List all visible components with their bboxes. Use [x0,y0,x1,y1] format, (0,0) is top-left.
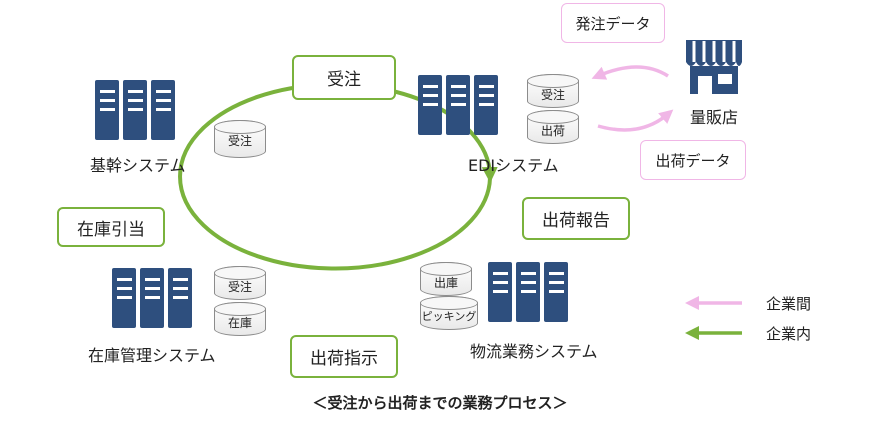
edi-juchu-db: 受注 [526,73,580,108]
edi-system-label: EDIシステム [468,156,559,175]
edi-server-icon [418,75,498,135]
butsuryu-shukko-db: 出庫 [419,261,473,296]
butsuryu-system-label: 物流業務システム [470,342,598,361]
store-label: 量販店 [690,108,739,127]
diagram-caption: ＜受注から出荷までの業務プロセス＞ [312,394,568,412]
process-loop [178,82,498,271]
shipment-data-arrow [597,109,674,132]
shipment-data-box: 出荷データ [640,140,746,180]
legend-inter-label: 企業間 [766,295,812,313]
kikan-juchu-db: 受注 [213,119,267,158]
order-data-arrow [591,65,669,80]
order-data-box: 発注データ [561,3,665,43]
edi-shukka-db: 出荷 [526,109,580,144]
zaiko-juchu-db: 受注 [213,265,267,300]
kikan-system-label: 基幹システム [90,156,186,175]
kikan-server-icon [95,80,175,140]
step-shukka-shiji: 出荷指示 [290,335,398,378]
zaiko-zaiko-db: 在庫 [213,301,267,336]
zaiko-server-icon [112,268,192,328]
legend-intra-label: 企業内 [766,325,812,343]
step-zaiko-hikiate: 在庫引当 [57,207,165,247]
store-icon [686,40,742,94]
butsuryu-picking-db: ピッキング [419,295,479,330]
zaiko-system-label: 在庫管理システム [88,346,216,365]
step-juchu: 受注 [292,55,396,100]
butsuryu-server-icon [488,262,568,322]
step-shukka-houkoku: 出荷報告 [522,197,630,240]
